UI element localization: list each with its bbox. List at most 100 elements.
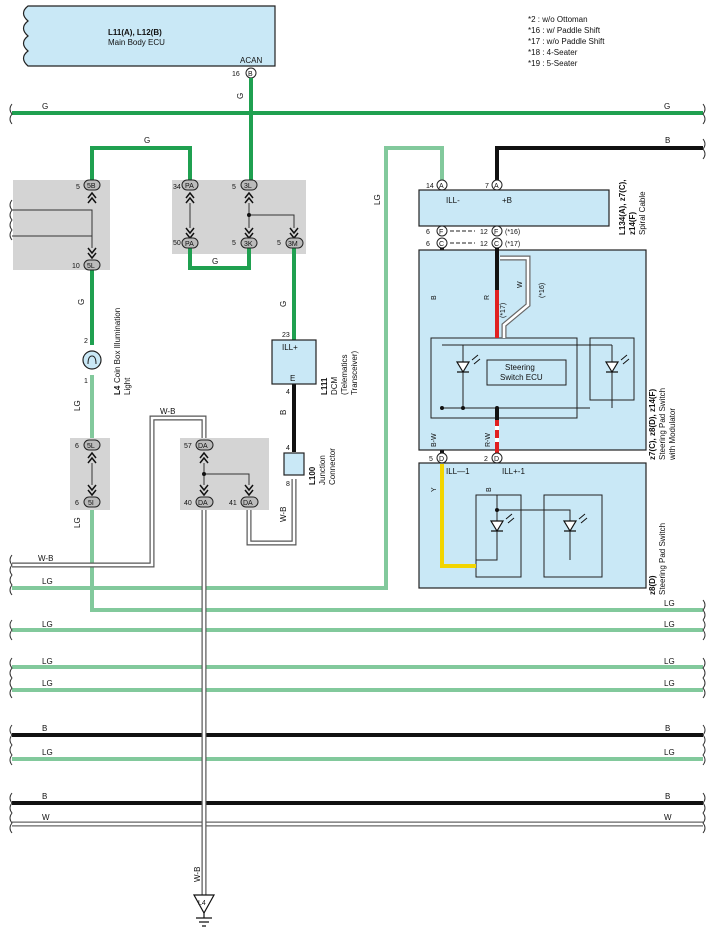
jc-code: L100 bbox=[308, 466, 317, 485]
wire-label-lg-1: LG bbox=[42, 577, 53, 586]
coin-light-pin-top: 2 bbox=[84, 338, 88, 345]
led-icon-3 bbox=[489, 520, 505, 533]
pad-sw-internal bbox=[476, 495, 571, 561]
break-left-4 bbox=[9, 657, 13, 699]
pin-5l-oval bbox=[83, 259, 101, 271]
coin-light-pin-bot: 1 bbox=[84, 378, 88, 385]
wire-label-b-sw: B bbox=[486, 487, 493, 492]
ecu-label-1: Steering bbox=[505, 363, 535, 372]
pin-3m-code: 3M bbox=[288, 241, 298, 248]
dcm-e: E bbox=[290, 374, 295, 383]
pin-pa1-code: PA bbox=[185, 183, 194, 190]
ground-icon bbox=[196, 913, 212, 927]
spiral-pin1-code: A bbox=[439, 183, 444, 190]
pad-sw-pin-r-num: 2 bbox=[484, 456, 488, 463]
chevrons-da2 bbox=[199, 484, 209, 497]
wire-label-b-top: B bbox=[665, 136, 670, 145]
pin-5b-num: 5 bbox=[76, 184, 80, 191]
break-right-4 bbox=[702, 619, 706, 641]
chevrons-5b bbox=[87, 191, 97, 204]
dcm-name: DCM bbox=[330, 376, 339, 395]
spiral-code-1: L134(A), z7(C), bbox=[618, 179, 627, 235]
spiral-f-right-num: 12 bbox=[480, 229, 488, 236]
pad-sw-ill1: ILL—1 bbox=[446, 467, 470, 476]
wire-wb-left-inner bbox=[12, 416, 206, 567]
pin-da3-num: 41 bbox=[229, 500, 237, 507]
pad-switch: 5 D 2 D ILL—1 ILL+-1 Y B z8(D) Steering … bbox=[418, 452, 667, 595]
note-5: *19 : 5-Seater bbox=[528, 59, 578, 68]
pin-5lb-oval bbox=[83, 439, 101, 451]
wire-label-wb-left: W-B bbox=[38, 554, 53, 563]
break-left-5 bbox=[9, 724, 13, 766]
coin-light-code: L4 bbox=[113, 385, 122, 395]
wire-label-b-2: B bbox=[42, 792, 47, 801]
pad-sw-dot bbox=[495, 508, 499, 512]
pin-da3-oval bbox=[240, 496, 259, 508]
led-rays-icon-2 bbox=[620, 354, 630, 365]
wire-label-b-pad: B bbox=[431, 295, 438, 300]
break-left-3 bbox=[9, 619, 13, 641]
spiral-plus-b: +B bbox=[502, 196, 512, 205]
dcm-name-2: (Telematics bbox=[340, 355, 349, 395]
wire-label-lg-v2: LG bbox=[73, 517, 82, 528]
pin-da2-oval bbox=[195, 496, 214, 508]
ecu-label-2: Switch ECU bbox=[500, 373, 543, 382]
wire-label-lg-5: LG bbox=[42, 748, 53, 757]
spiral-ill-minus: ILL- bbox=[446, 196, 460, 205]
pad-mod-dot-1 bbox=[461, 406, 465, 410]
ground-triangle-icon bbox=[192, 894, 216, 915]
jc-pin-top: 4 bbox=[286, 445, 290, 452]
wire-label-lg-r2: LG bbox=[664, 620, 675, 629]
wire-b-spiral-top bbox=[495, 146, 703, 180]
pin-pa2-code: PA bbox=[185, 241, 194, 248]
spiral-pin1-num: 14 bbox=[426, 183, 434, 190]
break-left-2 bbox=[9, 554, 13, 596]
chevrons-5lb bbox=[87, 451, 97, 464]
note-4: *18 : 4-Seater bbox=[528, 48, 578, 57]
dcm-code: L111 bbox=[320, 377, 329, 395]
pin-pa1-num: 34 bbox=[173, 184, 181, 191]
wire-label-g-pa: G bbox=[212, 257, 218, 266]
led-rays-icon-4 bbox=[578, 513, 588, 524]
spiral-box bbox=[418, 189, 610, 227]
pin-pa2-num: 50 bbox=[173, 240, 181, 247]
spiral-name: Spiral Cable bbox=[638, 191, 647, 235]
main-body-ecu: L11(A), L12(B) Main Body ECU ACAN bbox=[22, 5, 276, 67]
wire-label-y: Y bbox=[431, 487, 438, 492]
pin-da1-num: 57 bbox=[184, 443, 192, 450]
coin-light-name-2: Light bbox=[123, 377, 132, 395]
pad-sw-pin-l-code: D bbox=[439, 456, 444, 463]
wire-label-lg-r4: LG bbox=[664, 679, 675, 688]
pad-sw-code: z8(D) bbox=[648, 575, 657, 595]
wire-label-lg-r1: LG bbox=[664, 599, 675, 608]
pin-da2-code: DA bbox=[198, 500, 208, 507]
wire-label-g-v1: G bbox=[77, 299, 86, 305]
spiral-pin2-code: A bbox=[494, 183, 499, 190]
coin-light-name: Coin Box Illumination bbox=[113, 308, 122, 383]
note-2: *16 : w/ Paddle Shift bbox=[528, 26, 601, 35]
ground-label: L4 bbox=[198, 900, 206, 907]
wire-label-g-right: G bbox=[664, 102, 670, 111]
wire-label-w-r: W bbox=[664, 813, 672, 822]
ecu-subtitle: Main Body ECU bbox=[108, 38, 165, 47]
dcm-name-3: Transceiver) bbox=[350, 351, 359, 395]
break-right-1 bbox=[702, 103, 706, 125]
spiral-c-left bbox=[436, 237, 448, 249]
pad-note-17: (*17) bbox=[500, 303, 507, 318]
spiral-code-2: z14(F) bbox=[628, 212, 637, 235]
spiral-pin2-num: 7 bbox=[485, 183, 489, 190]
wire-label-b-v1: B bbox=[279, 410, 288, 415]
wire-label-lg-v3: LG bbox=[373, 194, 382, 205]
jc-name: Junction bbox=[318, 455, 327, 485]
junction-da-dot bbox=[202, 472, 206, 476]
pin-3l-oval bbox=[240, 179, 258, 191]
pin-5l-code: 5L bbox=[87, 263, 95, 270]
chevrons-5l bbox=[87, 247, 97, 260]
dcm-pin-top: 23 bbox=[282, 332, 290, 339]
chevrons-3l bbox=[244, 191, 254, 204]
jc-name-2: Connector bbox=[328, 448, 337, 485]
jc-pin-bot: 8 bbox=[286, 481, 290, 488]
pin-5l-num: 10 bbox=[72, 263, 80, 270]
dcm-box bbox=[271, 339, 317, 385]
dcm-pin-bot: 4 bbox=[286, 389, 290, 396]
